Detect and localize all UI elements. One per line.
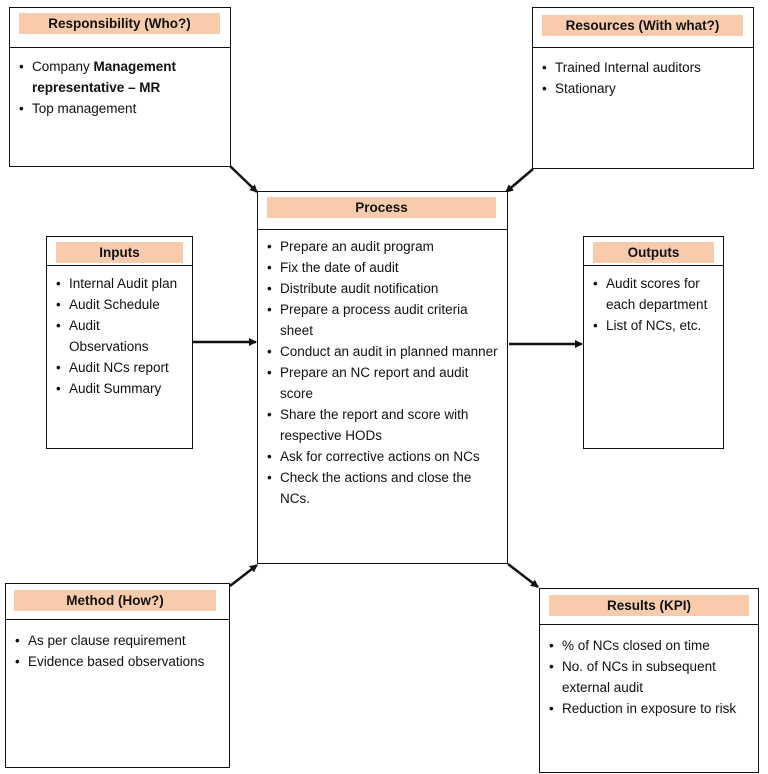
list-item: Audit NCs report [56,357,182,378]
arrow-responsibility-to-process [229,165,258,193]
inputs-box: Inputs Internal Audit plan Audit Schedul… [46,236,193,449]
list-item: Evidence based observations [15,651,225,672]
responsibility-box: Responsibility (Who?) Company Management… [9,7,231,167]
method-box: Method (How?) As per clause requirement … [5,583,230,768]
list-item: Prepare a process audit criteria sheet [267,299,499,341]
list-item: Internal Audit plan [56,273,182,294]
resources-list: Trained Internal auditors Stationary [542,57,747,99]
method-title: Method (How?) [14,590,216,611]
list-item: Reduction in exposure to risk [549,698,754,719]
list-item: Ask for corrective actions on NCs [267,446,499,467]
list-item: Prepare an audit program [267,236,499,257]
list-item: Top management [19,98,219,119]
list-item: Audit Observations [56,315,149,357]
list-item: Audit Summary [56,378,182,399]
list-item: Audit Schedule [56,294,182,315]
list-item: Audit scores for each department [593,273,711,315]
list-item: % of NCs closed on time [549,635,754,656]
list-item: Stationary [542,78,747,99]
inputs-title: Inputs [56,242,183,263]
resources-box: Resources (With what?) Trained Internal … [532,7,754,169]
process-title: Process [267,197,496,218]
process-list: Prepare an audit program Fix the date of… [267,236,499,509]
list-item: Fix the date of audit [267,257,499,278]
arrow-process-to-results [507,563,539,588]
method-list: As per clause requirement Evidence based… [15,630,225,672]
process-box: Process Prepare an audit program Fix the… [257,191,508,564]
list-item: Conduct an audit in planned manner [267,341,499,362]
inputs-list: Internal Audit plan Audit Schedule Audit… [56,273,182,399]
responsibility-title: Responsibility (Who?) [19,13,220,34]
results-box: Results (KPI) % of NCs closed on time No… [539,588,759,773]
outputs-list: Audit scores for each department List of… [593,273,711,336]
results-list: % of NCs closed on time No. of NCs in su… [549,635,754,719]
list-item: Company Management representative – MR [19,56,219,98]
responsibility-list: Company Management representative – MR T… [19,56,219,119]
list-item: Trained Internal auditors [542,57,747,78]
results-title: Results (KPI) [549,595,749,616]
list-item: As per clause requirement [15,630,225,651]
list-item: Prepare an NC report and audit score [267,362,499,404]
arrow-resources-to-process [505,168,534,193]
resources-title: Resources (With what?) [542,15,743,36]
outputs-title: Outputs [593,242,714,263]
outputs-box: Outputs Audit scores for each department… [583,236,724,449]
list-item: No. of NCs in subsequent external audit [549,656,754,698]
list-item: Check the actions and close the NCs. [267,467,499,509]
arrow-method-to-process [229,564,258,587]
list-item: List of NCs, etc. [593,315,711,336]
list-item: Share the report and score with respecti… [267,404,499,446]
list-item: Distribute audit notification [267,278,499,299]
